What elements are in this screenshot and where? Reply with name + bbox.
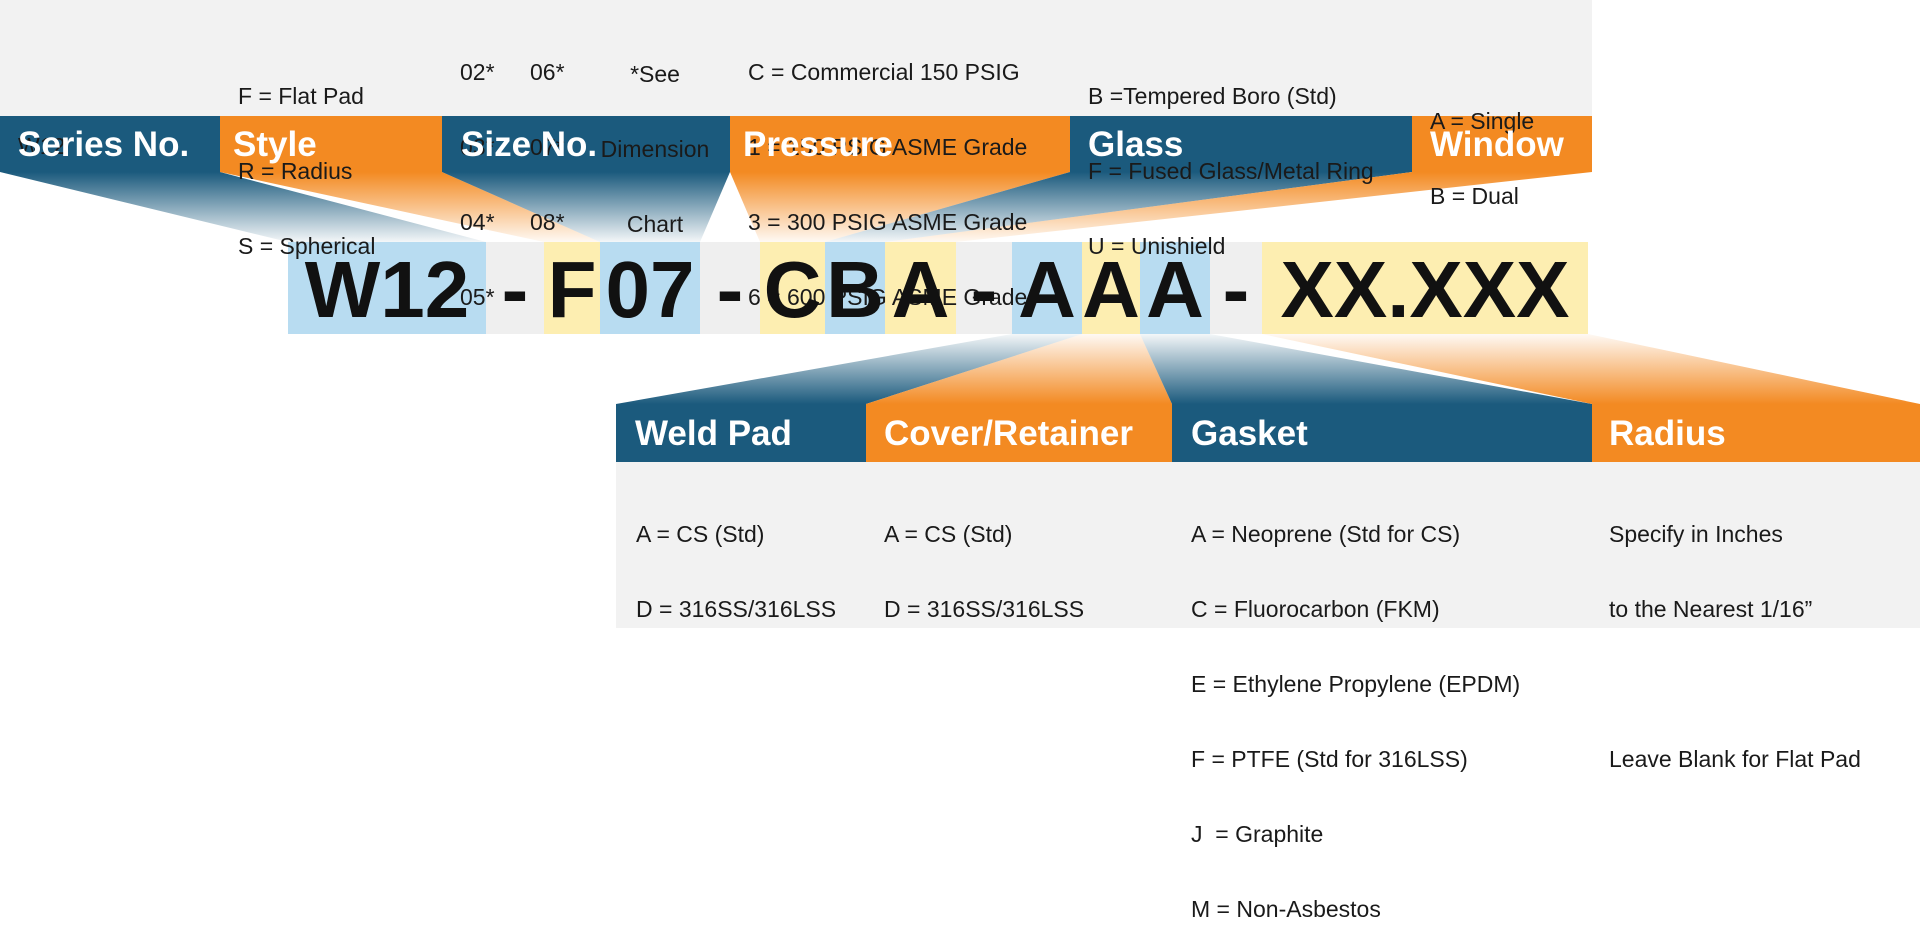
connector-style (220, 172, 600, 242)
code-bg-series (288, 242, 486, 334)
label-radius: Radius (1609, 414, 1726, 453)
label-window: Window (1430, 125, 1564, 164)
gasket-options: A = Neoprene (Std for CS) C = Fluorocarb… (1191, 521, 1521, 922)
code-bg-glass (825, 242, 885, 334)
bar-radius (1592, 404, 1920, 462)
label-pressure: Pressure (743, 125, 893, 164)
code-bg-radius (1262, 242, 1588, 334)
code-bg-cover (1082, 242, 1140, 334)
size-options-col1: 02* 03* 04* 05* (460, 59, 495, 310)
code-radius: XX.XXX (1280, 245, 1570, 334)
code-size: 07 (605, 245, 695, 334)
window-options: A = Single B = Dual (1430, 108, 1535, 209)
style-options: F = Flat Pad R = Radius S = Spherical (238, 83, 376, 259)
label-series: Series No. (18, 125, 190, 164)
code-bg-weld-pad (1012, 242, 1082, 334)
code-glass: B (826, 245, 884, 334)
label-size: Size No. (461, 125, 598, 164)
weld-pad-options: A = CS (Std) D = 316SS/316LSS (636, 521, 837, 622)
code-pressure: C (763, 245, 822, 334)
connector-series (0, 172, 486, 242)
connector-gasket (1140, 334, 1592, 404)
size-note: *See Dimension Chart (600, 61, 710, 237)
label-glass: Glass (1088, 125, 1184, 164)
code-bg-size (600, 242, 700, 334)
series-options: W12 (18, 133, 66, 159)
radius-options: Specify in Inches to the Nearest 1/16” L… (1609, 521, 1861, 772)
code-gasket: A (1146, 245, 1204, 334)
code-series: W12 (304, 245, 470, 334)
label-gasket: Gasket (1191, 414, 1308, 453)
cover-options: A = CS (Std) D = 316SS/316LSS (884, 521, 1085, 622)
connector-glass (825, 172, 1412, 242)
bar-gasket (1172, 404, 1592, 462)
bar-weld-pad (616, 404, 866, 462)
connector-pressure (730, 172, 1070, 242)
code-dash-1: - (501, 245, 529, 334)
code-bg-window (885, 242, 956, 334)
code-bg-gasket (1140, 242, 1210, 334)
code-dash-3: - (970, 245, 998, 334)
code-dash-4: - (1222, 245, 1250, 334)
size-options-col2: 06* 07* 08* (530, 59, 565, 235)
code-window: A (891, 245, 950, 334)
connector-size (442, 172, 730, 242)
label-cover: Cover/Retainer (884, 414, 1133, 453)
bar-cover (866, 404, 1172, 462)
glass-options: B =Tempered Boro (Std) F = Fused Glass/M… (1088, 83, 1374, 259)
code-bg-style (544, 242, 600, 334)
code-cover: A (1082, 245, 1140, 334)
code-style: F (547, 245, 597, 334)
connector-radius (1262, 334, 1920, 404)
bar-size (442, 116, 730, 172)
bottom-panel (616, 462, 1920, 628)
code-dash-2: - (716, 245, 744, 334)
connector-weld-pad (616, 334, 1082, 404)
connector-cover (866, 334, 1172, 404)
bar-glass (1070, 116, 1412, 172)
code-bg-pressure (760, 242, 825, 334)
pressure-options: C = Commercial 150 PSIG 1 = 150 PSIG ASM… (748, 59, 1028, 310)
bar-style (220, 116, 442, 172)
top-panel (0, 0, 1592, 116)
bar-series (0, 116, 220, 172)
bar-window (1412, 116, 1592, 172)
label-weld-pad: Weld Pad (635, 414, 792, 453)
diagram-canvas (0, 0, 1920, 628)
label-style: Style (233, 125, 317, 164)
bar-pressure (730, 116, 1070, 172)
connector-window (885, 172, 1592, 242)
code-weld-pad: A (1018, 245, 1076, 334)
